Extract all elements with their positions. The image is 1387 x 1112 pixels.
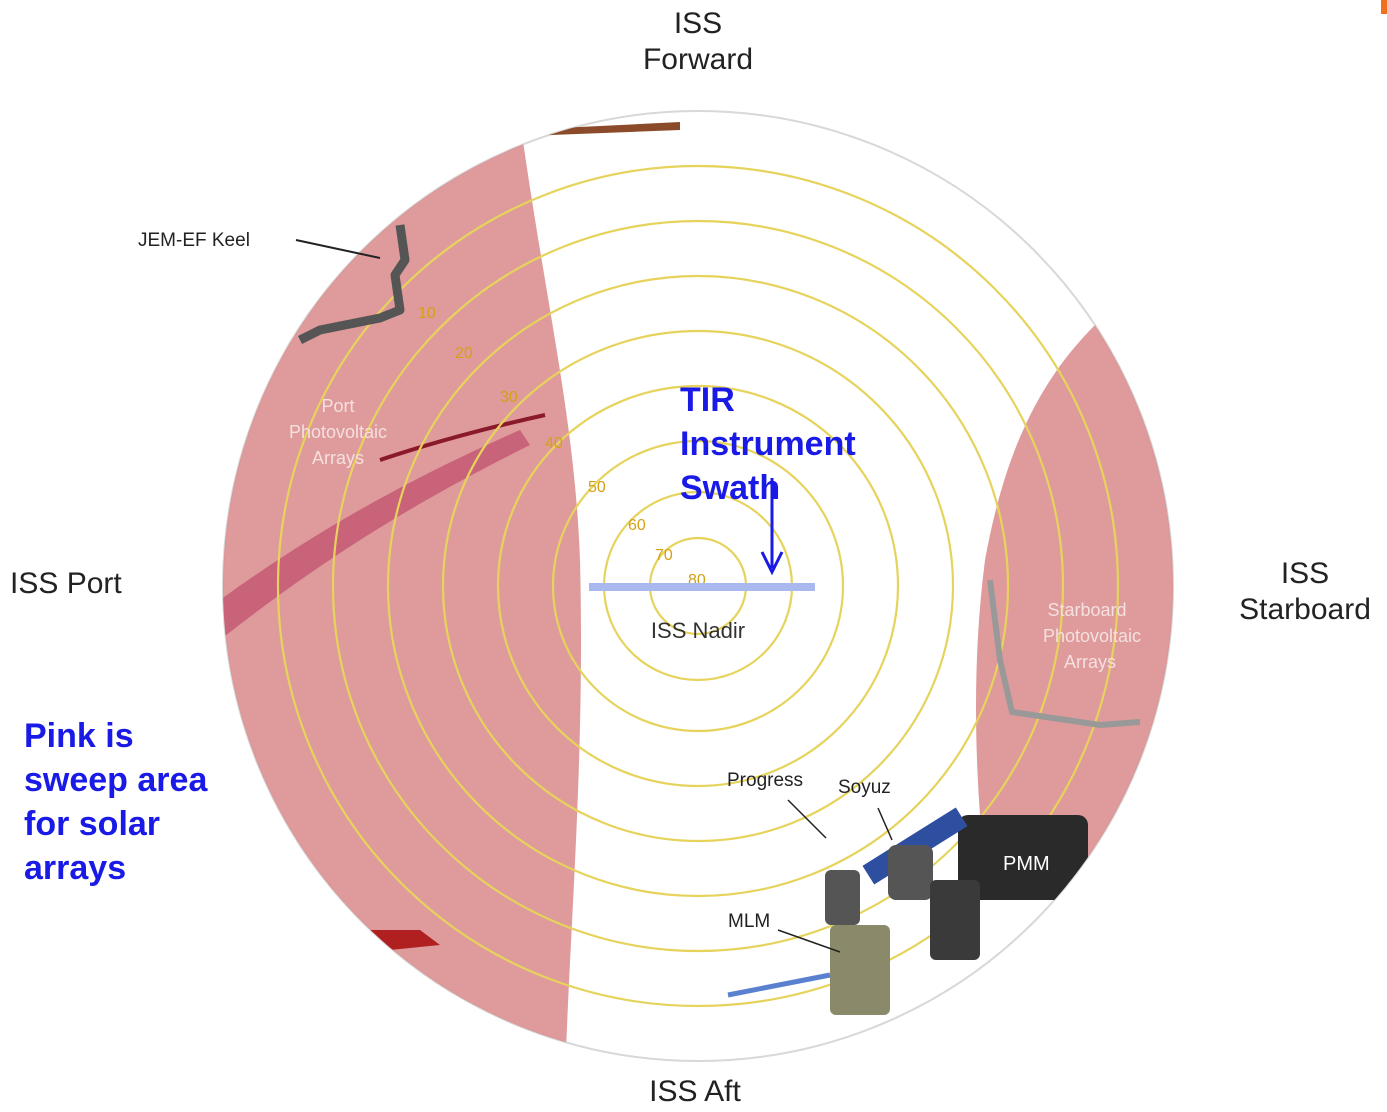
ring-label-20: 20 [455, 345, 473, 362]
label-jem-ef-keel: JEM-EF Keel [138, 230, 250, 251]
port-array-edge-line [379, 413, 546, 462]
pink-callout-line4: arrays [24, 849, 127, 887]
docked-vehicles [727, 807, 1088, 1015]
corner-accent [1381, 0, 1387, 14]
soyuz-body [888, 845, 933, 900]
mlm-module [830, 925, 890, 1015]
label-progress: Progress [727, 770, 803, 791]
ring-label-60: 60 [628, 517, 646, 534]
label-iss-starboard-line2: Starboard [1239, 593, 1371, 626]
pink-callout-line2: sweep area [24, 761, 208, 799]
label-pmm: PMM [1003, 853, 1050, 875]
ring-label-30: 30 [500, 389, 518, 406]
progress-body [825, 870, 860, 925]
label-starboard-arrays-line1: Starboard [1047, 600, 1126, 620]
label-starboard-arrays-line2: Photovoltaic [1043, 626, 1141, 646]
label-iss-port: ISS Port [10, 567, 122, 600]
label-iss-forward-line2: Forward [642, 43, 754, 76]
tir-instrument-swath-callout: TIR Instrument Swath [680, 378, 856, 510]
label-iss-forward-line1: ISS [673, 7, 723, 40]
progress-leader [787, 799, 827, 839]
tir-callout-line2: Instrument [680, 425, 856, 463]
soyuz-leader [877, 807, 893, 841]
label-mlm: MLM [728, 911, 770, 932]
ring-label-40: 40 [545, 435, 563, 452]
starboard-truss [987, 579, 1141, 729]
tir-callout-line3: Swath [680, 469, 781, 507]
tir-callout-line1: TIR [680, 381, 735, 419]
blue-array-streak [727, 972, 831, 998]
label-port-arrays-line2: Photovoltaic [289, 422, 387, 442]
label-iss-nadir: ISS Nadir [651, 618, 745, 643]
port-red-patch [370, 930, 440, 950]
label-port-arrays-line3: Arrays [312, 448, 364, 468]
ring-labels: 80 70 60 50 40 30 20 10 [418, 305, 706, 589]
label-iss-forward: ISS Forward [618, 6, 778, 78]
label-starboard-arrays-line3: Arrays [1064, 652, 1116, 672]
label-port-arrays: Port Photovoltaic Arrays [289, 396, 387, 468]
jem-ef-keel-leader [295, 239, 381, 259]
label-iss-starboard: ISS Starboard [1230, 556, 1380, 628]
jem-ef-keel-structure [297, 224, 410, 345]
pink-sweep-area-callout: Pink is sweep area for solar arrays [24, 714, 207, 890]
mlm-leader [777, 929, 841, 953]
label-starboard-arrays: Starboard Photovoltaic Arrays [1043, 600, 1141, 672]
pink-callout-line1: Pink is [24, 717, 134, 755]
pink-callout-line3: for solar [24, 805, 161, 843]
label-soyuz: Soyuz [838, 777, 891, 798]
starboard-sweep-area [976, 250, 1173, 900]
ring-label-10: 10 [418, 305, 436, 322]
mlm-adjacent-module [930, 880, 980, 960]
port-sweep-area [223, 120, 582, 1061]
forward-structure [520, 122, 680, 136]
ring-label-70: 70 [655, 547, 673, 564]
tir-arrow-head [760, 551, 784, 576]
port-array-band [223, 430, 530, 640]
label-iss-starboard-line1: ISS [1280, 557, 1330, 590]
label-port-arrays-line1: Port [321, 396, 354, 416]
label-iss-aft: ISS Aft [649, 1075, 741, 1108]
pmm-module [958, 815, 1088, 900]
ring-label-50: 50 [588, 479, 606, 496]
tir-swath-bar [589, 583, 815, 591]
